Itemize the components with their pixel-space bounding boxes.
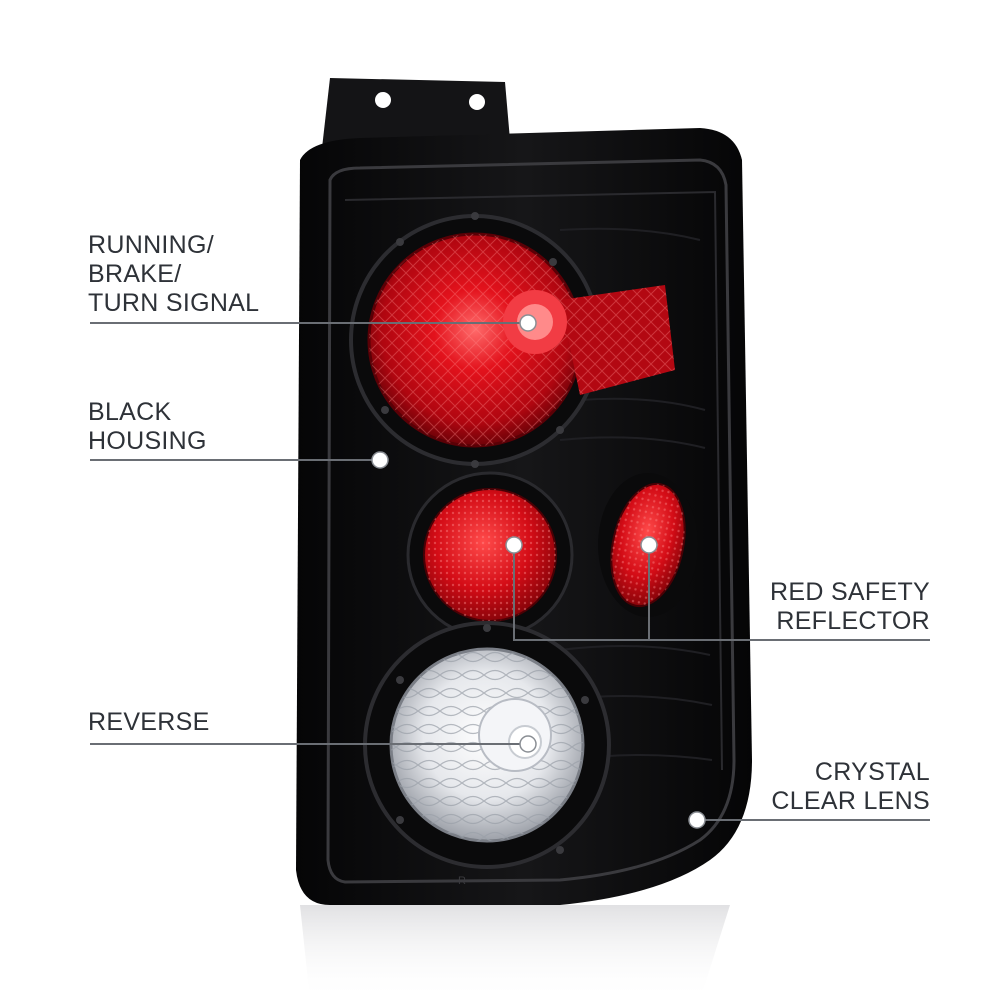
callout-crystal-clear-lens: CRYSTAL CLEAR LENS — [771, 758, 930, 815]
leader-lines — [90, 322, 930, 821]
callout-reverse: REVERSE — [88, 708, 210, 736]
mounting-bracket — [322, 78, 510, 148]
lens-marking: R — [458, 875, 466, 887]
callout-dots — [371, 314, 706, 829]
callout-black-housing: BLACK HOUSING — [88, 398, 207, 455]
callout-red-safety-reflector: RED SAFETY REFLECTOR — [770, 578, 930, 635]
floor-reflection — [300, 905, 730, 1000]
lens-outline — [326, 158, 736, 884]
callout-running-brake-turn: RUNNING/ BRAKE/ TURN SIGNAL — [88, 231, 260, 317]
